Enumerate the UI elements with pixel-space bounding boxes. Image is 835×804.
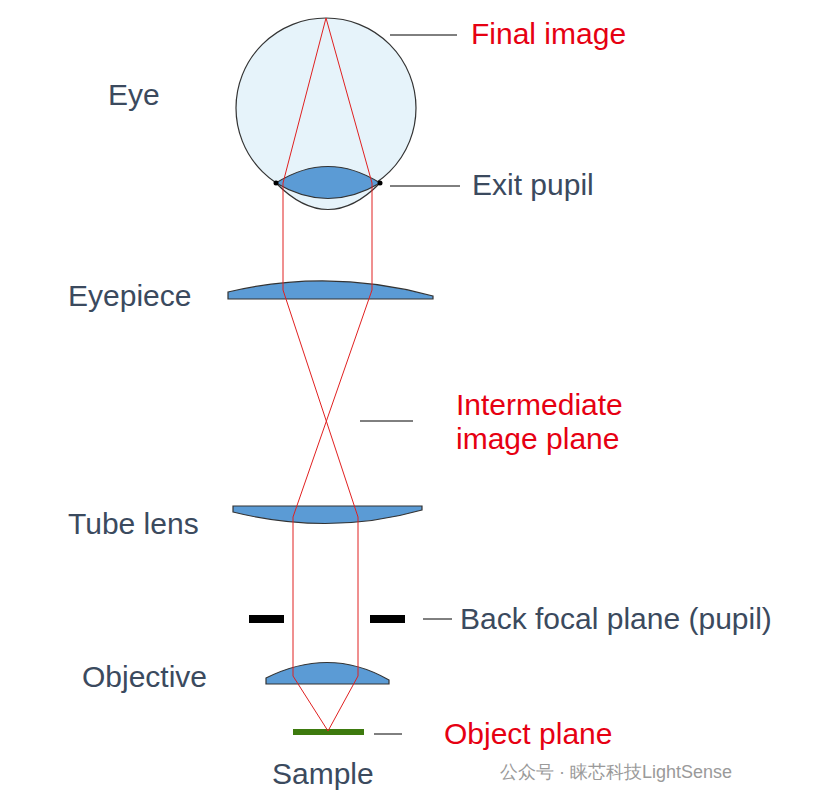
part-label: Eye <box>108 78 160 112</box>
tube-lens <box>233 506 422 524</box>
objective-lens <box>266 662 389 684</box>
pupil-edge <box>378 181 383 186</box>
watermark: 公众号 · 睐芯科技LightSense <box>500 761 732 783</box>
image-label: Object plane <box>444 717 612 751</box>
part-label: Exit pupil <box>472 168 594 202</box>
part-label: Eyepiece <box>68 279 191 313</box>
aperture-stop <box>249 615 284 623</box>
aperture-stop <box>370 615 405 623</box>
eye-lens <box>276 167 380 199</box>
part-label: Tube lens <box>68 507 199 541</box>
part-label: Sample <box>272 757 374 791</box>
eye-ball <box>236 18 416 198</box>
leader-lines <box>360 35 460 734</box>
part-label: Back focal plane (pupil) <box>460 602 772 636</box>
image-label: Intermediate image plane <box>456 388 656 456</box>
light-rays <box>283 18 372 731</box>
pupil-edge <box>274 181 279 186</box>
image-label: Final image <box>471 17 626 51</box>
part-label: Objective <box>82 660 207 694</box>
eyepiece-lens <box>228 281 433 299</box>
